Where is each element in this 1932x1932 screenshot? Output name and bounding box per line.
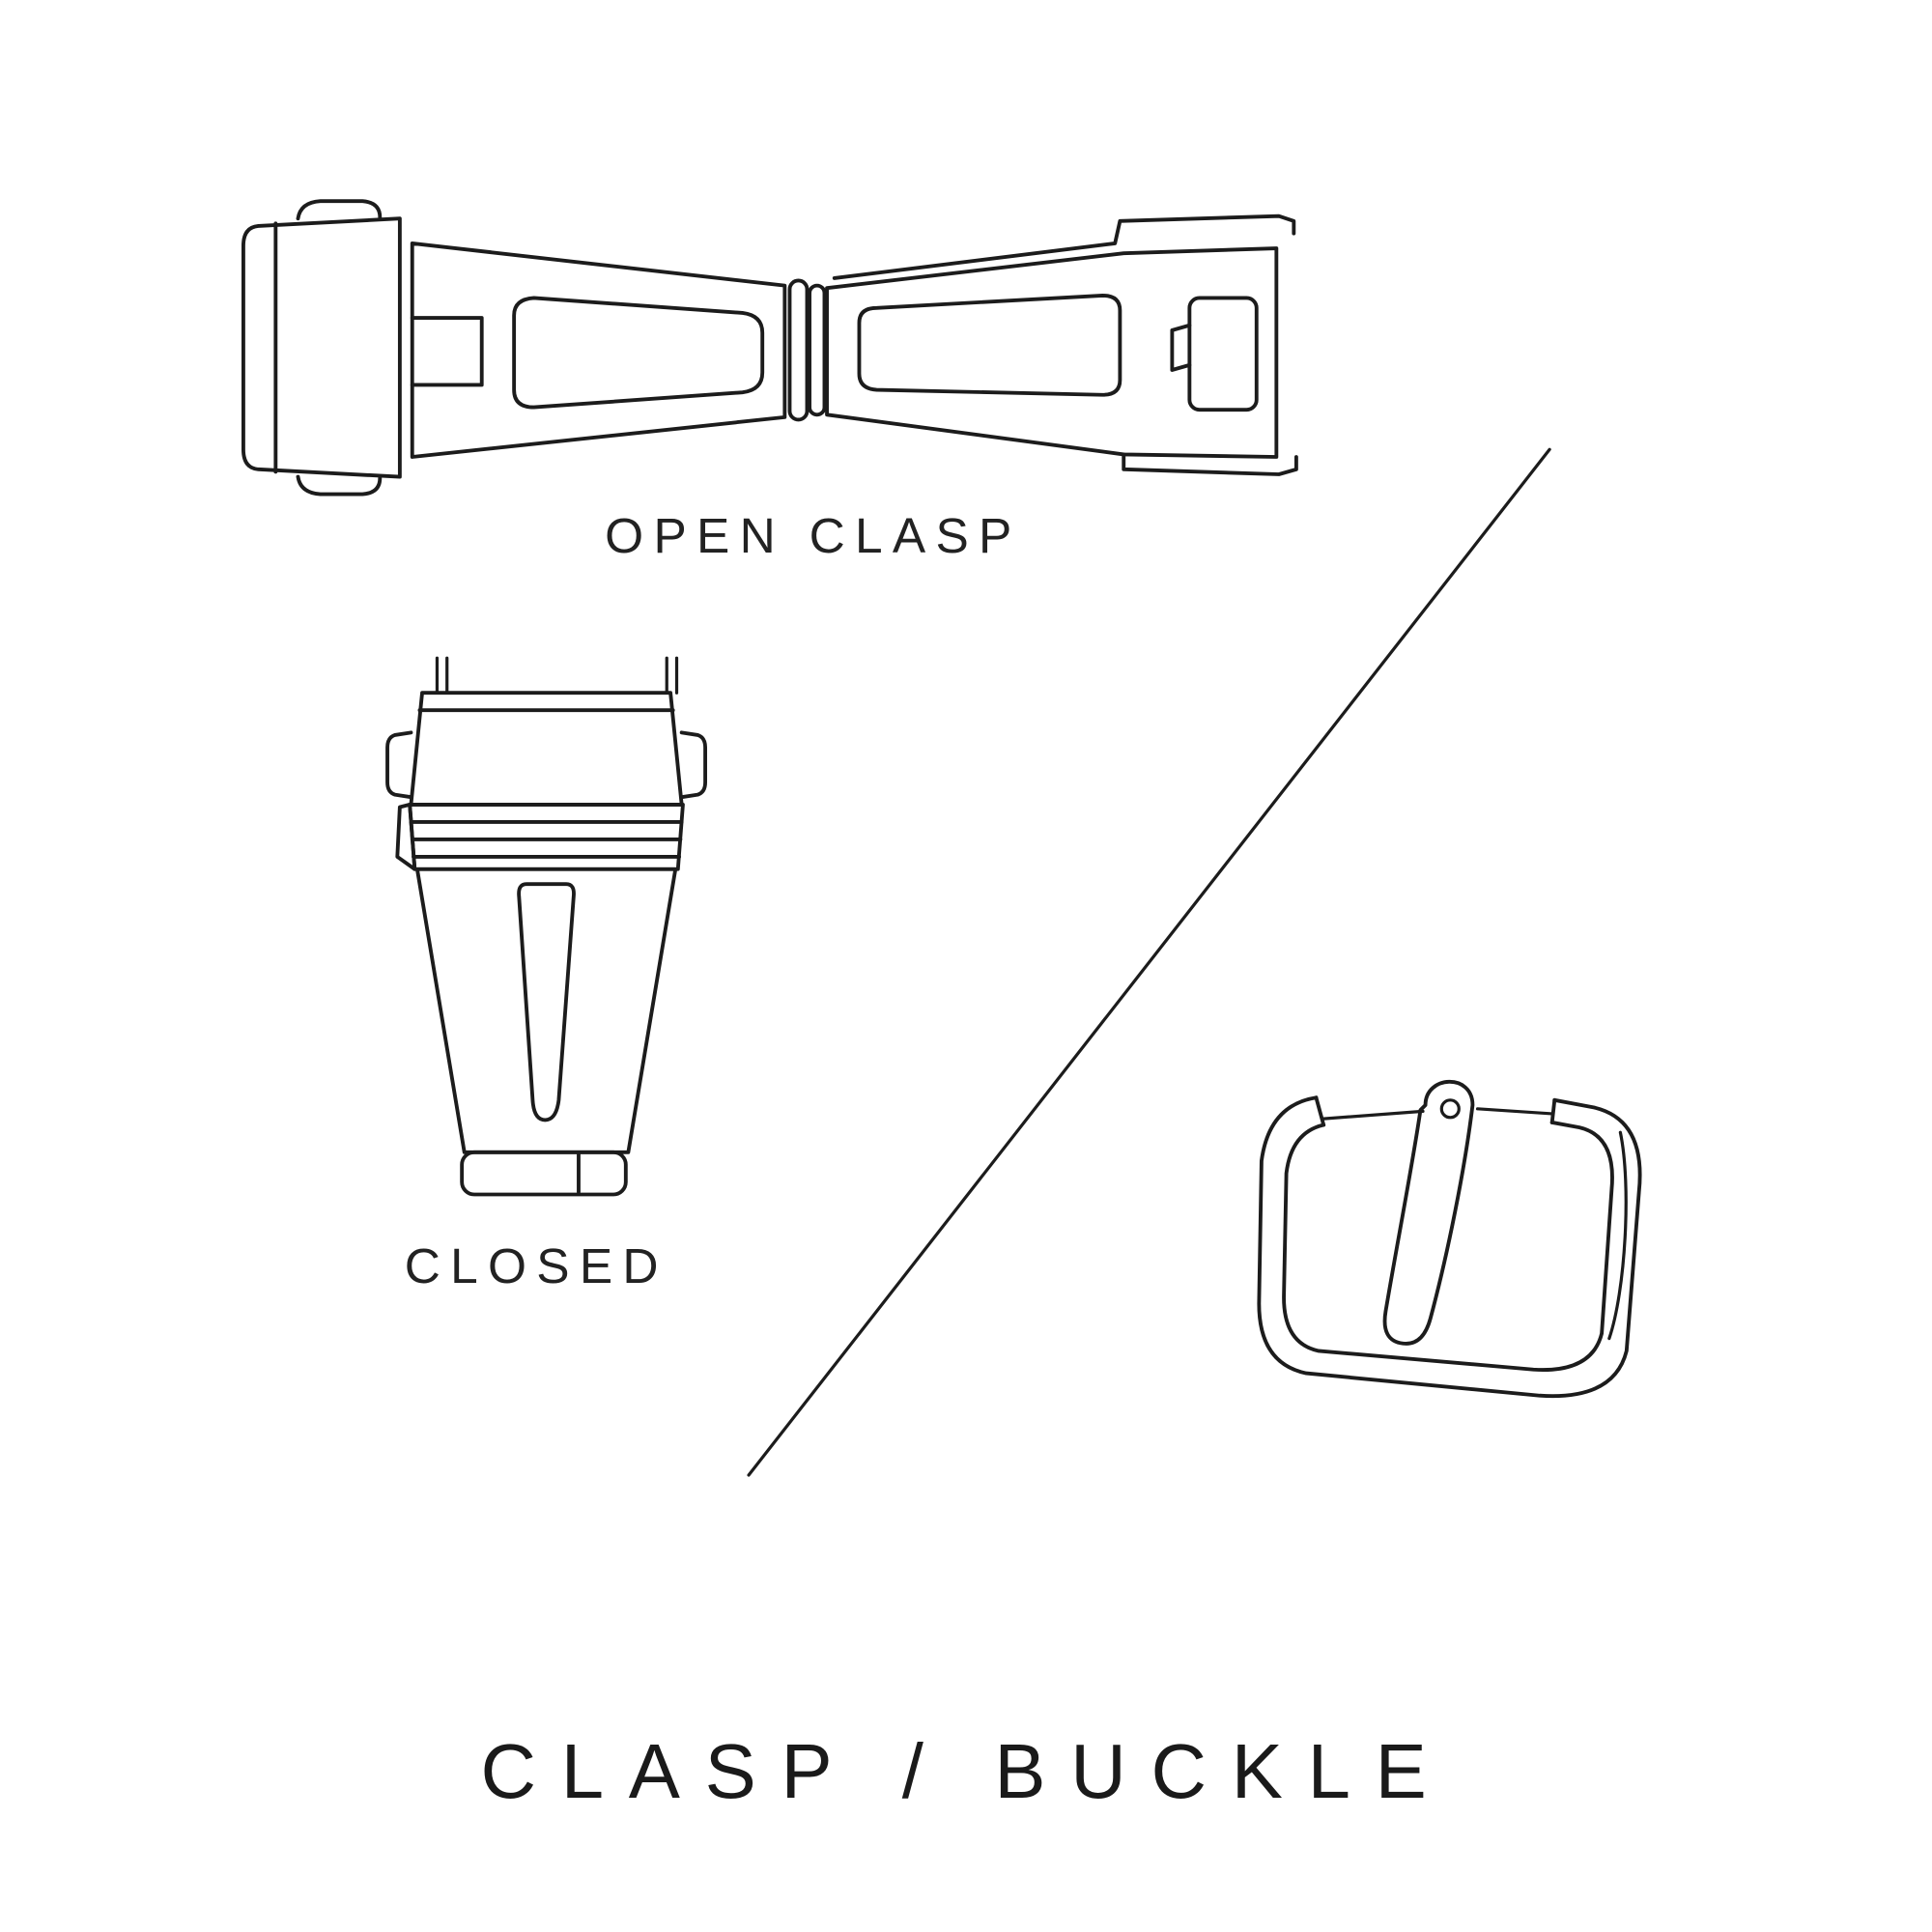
page-title: CLASP / BUCKLE	[480, 1729, 1452, 1816]
open-clasp-illustration	[242, 199, 1298, 497]
open-clasp-label: OPEN CLASP	[605, 508, 1022, 564]
closed-clasp-illustration	[385, 656, 708, 1197]
closed-clasp-label: CLOSED	[404, 1238, 668, 1294]
tang-buckle-illustration	[1257, 1080, 1642, 1399]
divider-line	[747, 447, 1551, 1477]
